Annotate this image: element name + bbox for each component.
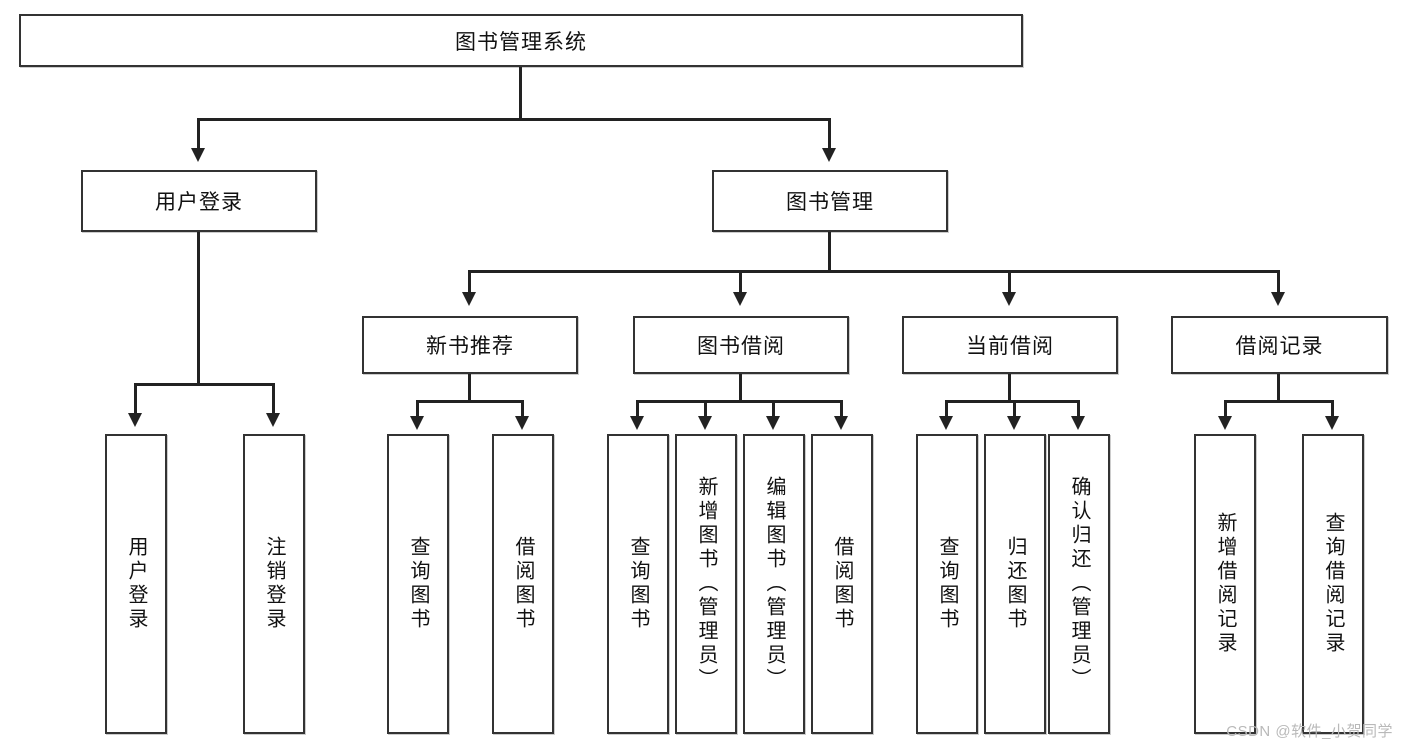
node-label: 借阅记录 [1235,335,1324,358]
edge-borrow-record-bus [1224,400,1334,403]
leaf-logout[interactable]: 注销登录 [243,434,305,734]
node-label: 注销登录 [263,536,285,632]
leaf-query-book-current[interactable]: 查询图书 [916,434,978,734]
node-label: 新增图书（管理员） [695,476,717,692]
edge-book-borrow-to-leaf-2 [704,400,707,418]
edge-book-borrow-stem [739,374,742,402]
node-current-borrow[interactable]: 当前借阅 [902,316,1118,374]
arrow-bm-to-book-borrow [733,292,747,306]
edge-book-borrow-to-leaf-4 [840,400,843,418]
edge-root-to-book-management [828,118,831,150]
node-book-management[interactable]: 图书管理 [712,170,948,232]
node-label: 查询图书 [936,536,958,632]
edge-user-login-bus [134,383,275,386]
node-new-book-recommend[interactable]: 新书推荐 [362,316,578,374]
edge-book-borrow-to-leaf-1 [636,400,639,418]
leaf-add-borrow-record[interactable]: 新增借阅记录 [1194,434,1256,734]
edge-current-borrow-to-leaf-3 [1077,400,1080,418]
leaf-confirm-return-admin[interactable]: 确认归还（管理员） [1048,434,1110,734]
edge-new-book-to-leaf-1 [416,400,419,418]
arrow-current-borrow-to-leaf-2 [1007,416,1021,430]
arrow-new-book-to-leaf-1 [410,416,424,430]
arrow-book-borrow-to-leaf-2 [698,416,712,430]
node-label: 归还图书 [1004,536,1026,632]
edge-bm-to-new-book [468,270,471,294]
edge-user-login-to-leaf-2 [272,383,275,415]
leaf-user-login[interactable]: 用户登录 [105,434,167,734]
node-label: 图书借阅 [697,335,785,358]
arrow-root-to-book-management [822,148,836,162]
node-user-login[interactable]: 用户登录 [81,170,317,232]
arrow-book-borrow-to-leaf-4 [834,416,848,430]
edge-borrow-record-to-leaf-1 [1224,400,1227,418]
node-label: 图书管理 [786,191,874,214]
node-label: 用户登录 [125,536,147,632]
edge-root-bus [197,118,831,121]
edge-current-borrow-bus [945,400,1080,403]
edge-root-stem [519,67,522,120]
arrow-root-to-user-login [191,148,205,162]
edge-new-book-stem [468,374,471,402]
node-label: 新书推荐 [426,335,514,358]
edge-root-to-user-login [197,118,200,150]
leaf-borrow-book[interactable]: 借阅图书 [811,434,873,734]
edge-new-book-to-leaf-2 [521,400,524,418]
leaf-query-borrow-record[interactable]: 查询借阅记录 [1302,434,1364,734]
node-label: 用户登录 [155,191,243,214]
edge-bm-to-book-borrow [739,270,742,294]
node-label: 当前借阅 [966,335,1054,358]
arrow-new-book-to-leaf-2 [515,416,529,430]
edge-book-borrow-bus [636,400,843,403]
node-label: 借阅图书 [512,536,534,632]
edge-bm-to-borrow-record [1277,270,1280,294]
node-label: 确认归还（管理员） [1068,476,1090,692]
arrow-bm-to-new-book [462,292,476,306]
edge-borrow-record-stem [1277,374,1280,402]
arrow-borrow-record-to-leaf-2 [1325,416,1339,430]
edge-current-borrow-stem [1008,374,1011,402]
edge-bm-to-current-borrow [1008,270,1011,294]
watermark-text: CSDN @软件_小贺同学 [1226,723,1393,740]
arrow-user-login-to-leaf-2 [266,413,280,427]
arrow-borrow-record-to-leaf-1 [1218,416,1232,430]
arrow-bm-to-current-borrow [1002,292,1016,306]
node-label: 图书管理系统 [455,30,587,54]
edge-current-borrow-to-leaf-2 [1013,400,1016,418]
arrow-current-borrow-to-leaf-1 [939,416,953,430]
edge-book-management-stem [828,232,831,272]
node-book-borrow[interactable]: 图书借阅 [633,316,849,374]
edge-new-book-bus [416,400,524,403]
arrow-bm-to-borrow-record [1271,292,1285,306]
leaf-borrow-book-recommend[interactable]: 借阅图书 [492,434,554,734]
leaf-return-book[interactable]: 归还图书 [984,434,1046,734]
leaf-query-book-recommend[interactable]: 查询图书 [387,434,449,734]
node-label: 借阅图书 [831,536,853,632]
edge-borrow-record-to-leaf-2 [1331,400,1334,418]
node-label: 编辑图书（管理员） [763,476,785,692]
edge-user-login-to-leaf-1 [134,383,137,415]
node-label: 查询借阅记录 [1322,512,1344,656]
edge-book-management-bus [468,270,1280,273]
node-root-book-management-system[interactable]: 图书管理系统 [19,14,1023,67]
edge-user-login-stem [197,232,200,385]
arrow-user-login-to-leaf-1 [128,413,142,427]
arrow-book-borrow-to-leaf-1 [630,416,644,430]
node-borrow-record[interactable]: 借阅记录 [1171,316,1388,374]
node-label: 查询图书 [407,536,429,632]
leaf-edit-book-admin[interactable]: 编辑图书（管理员） [743,434,805,734]
node-label: 查询图书 [627,536,649,632]
node-label: 新增借阅记录 [1214,512,1236,656]
arrow-book-borrow-to-leaf-3 [766,416,780,430]
leaf-query-book[interactable]: 查询图书 [607,434,669,734]
edge-current-borrow-to-leaf-1 [945,400,948,418]
arrow-current-borrow-to-leaf-3 [1071,416,1085,430]
edge-book-borrow-to-leaf-3 [772,400,775,418]
leaf-add-book-admin[interactable]: 新增图书（管理员） [675,434,737,734]
